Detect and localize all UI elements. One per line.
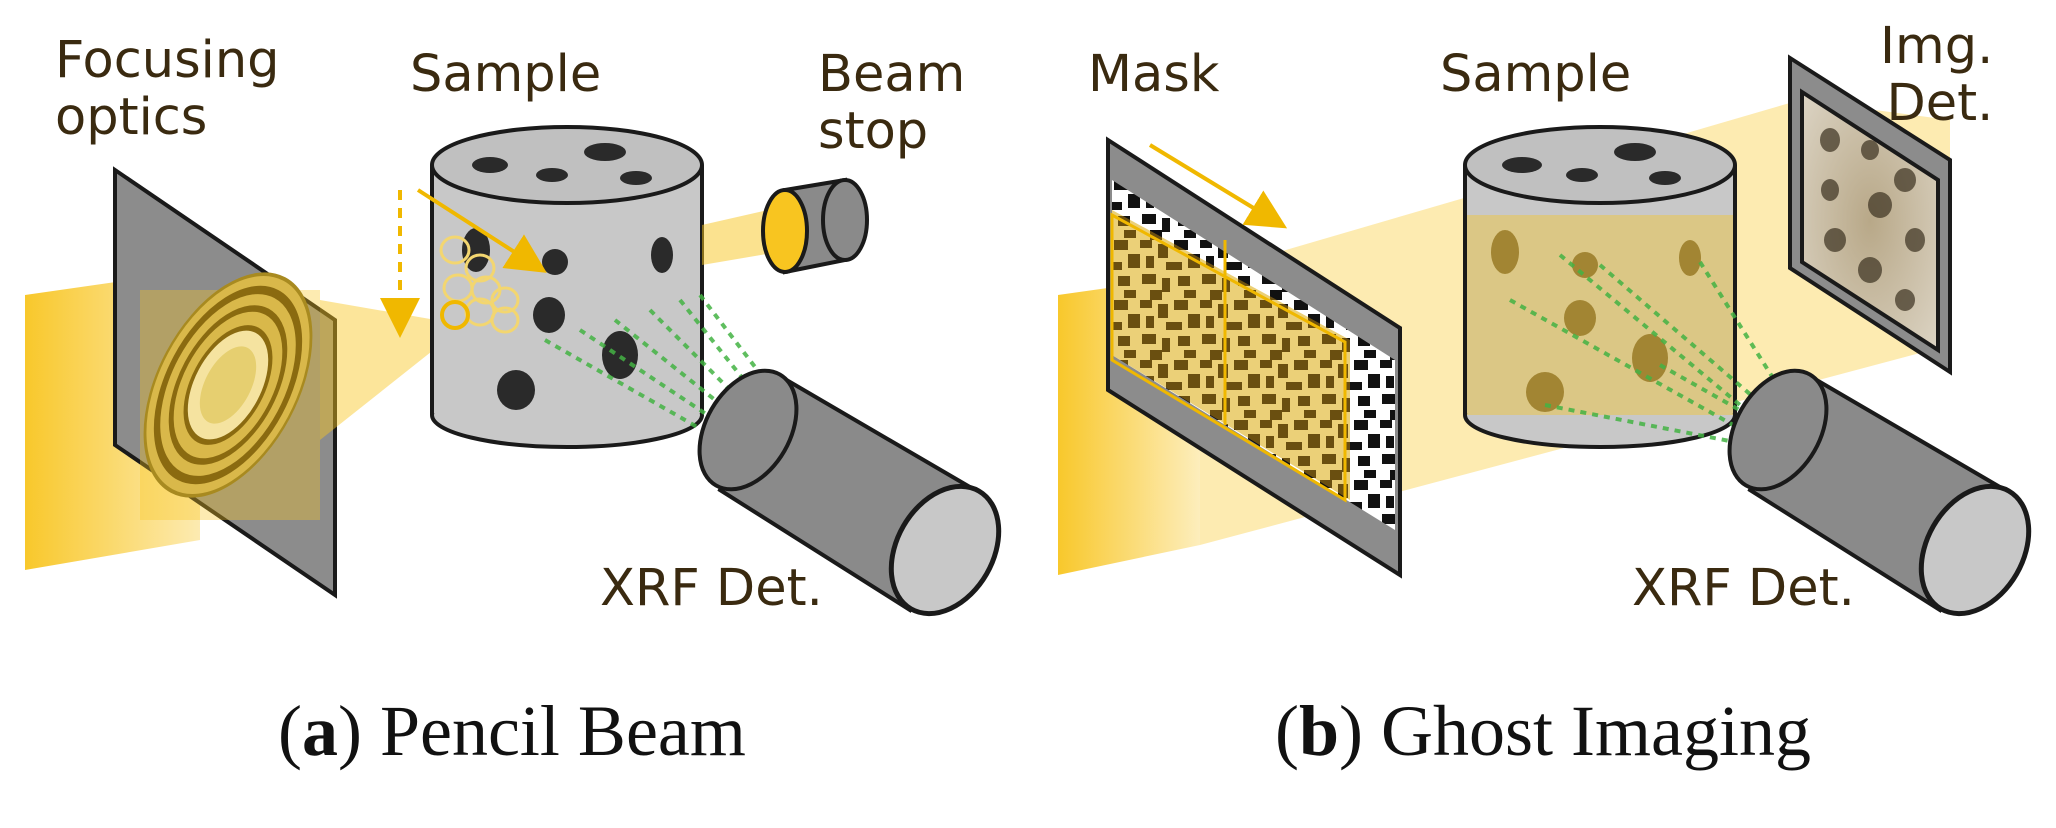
scan-arrow-diagonal (416, 188, 547, 273)
panel-a (25, 125, 1002, 617)
caption-a: (a) Pencil Beam (278, 691, 746, 771)
caption-b-letter: b (1298, 691, 1340, 771)
caption-b: (b) Ghost Imaging (1275, 691, 1811, 771)
label-beam-stop: Beam stop (818, 45, 966, 162)
label-xrf-detector-b: XRF Det. (1632, 559, 1855, 618)
label-xrf-detector-a: XRF Det. (600, 559, 823, 618)
zone-plate-icon (143, 272, 313, 498)
xrf-detector-a (697, 368, 1002, 617)
beam-stop (761, 177, 869, 275)
label-focusing-optics: Focusing optics (55, 31, 280, 148)
mask-shift-arrow (1148, 143, 1288, 229)
mask-panel (1106, 136, 1402, 579)
xrf-detector-b (1727, 368, 2032, 617)
caption-a-letter: a (301, 691, 338, 771)
imaging-detector (1788, 54, 1952, 376)
panel-b (1058, 54, 2032, 617)
label-mask: Mask (1088, 45, 1220, 104)
focused-beam-cone (320, 300, 465, 440)
sample-cylinder-a (430, 125, 704, 449)
label-imaging-detector: Img. Det. (1880, 17, 1994, 134)
label-sample-b: Sample (1440, 45, 1632, 104)
caption-b-text: Ghost Imaging (1381, 691, 1811, 771)
caption-a-text: Pencil Beam (379, 691, 746, 771)
label-sample-a: Sample (410, 45, 602, 104)
